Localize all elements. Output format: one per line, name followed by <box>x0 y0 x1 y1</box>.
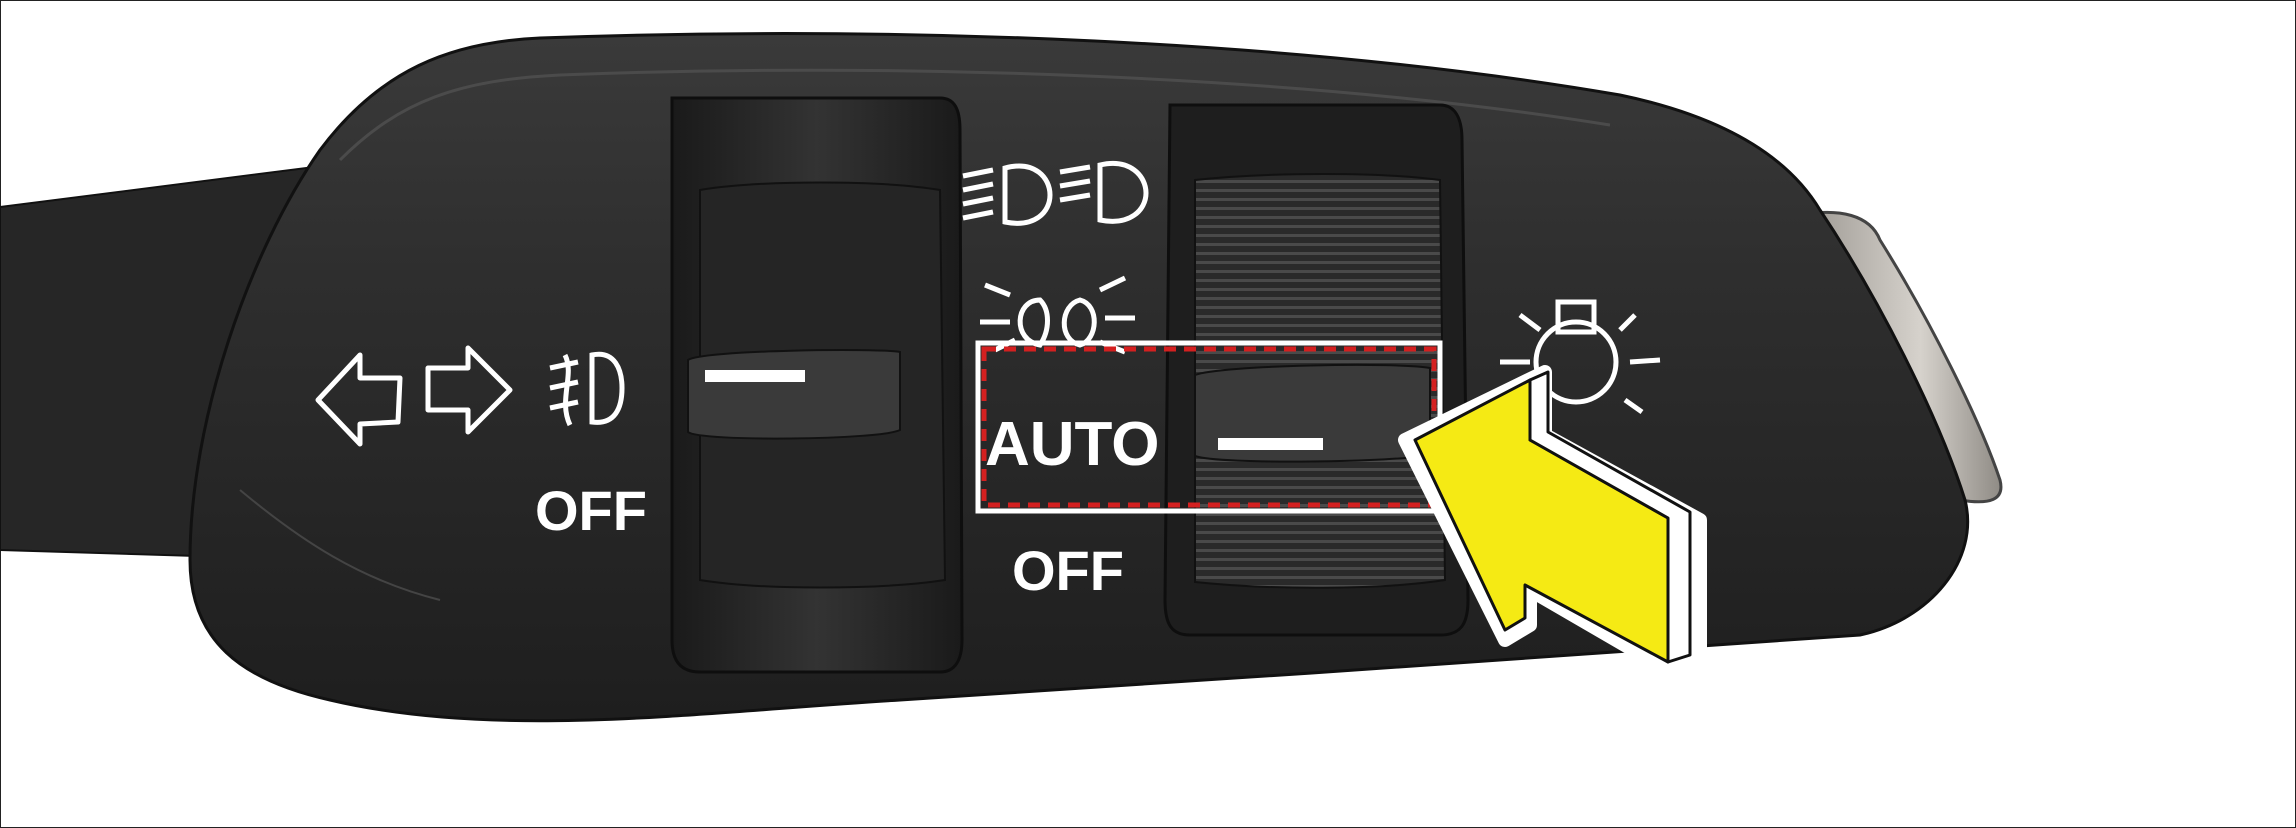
headlight-ring-indicator <box>1218 438 1323 450</box>
front-fog-light-icon <box>549 351 625 427</box>
pointer-arrow-icon <box>1398 365 1707 677</box>
turn-signal-left-icon <box>315 352 403 447</box>
stalk-body-highlight <box>338 68 1611 162</box>
fog-ring-tab[interactable] <box>687 349 901 440</box>
stalk-body-crease <box>239 489 441 601</box>
light-sensor-icon <box>1500 299 1661 415</box>
fog-light-off-label: OFF <box>535 479 647 542</box>
high-beam-icon <box>962 161 1149 226</box>
turn-signal-right-icon <box>425 345 513 435</box>
auto-label: AUTO <box>985 410 1160 479</box>
headlight-off-label: OFF <box>1012 539 1124 602</box>
fog-ring-indicator <box>705 370 805 382</box>
